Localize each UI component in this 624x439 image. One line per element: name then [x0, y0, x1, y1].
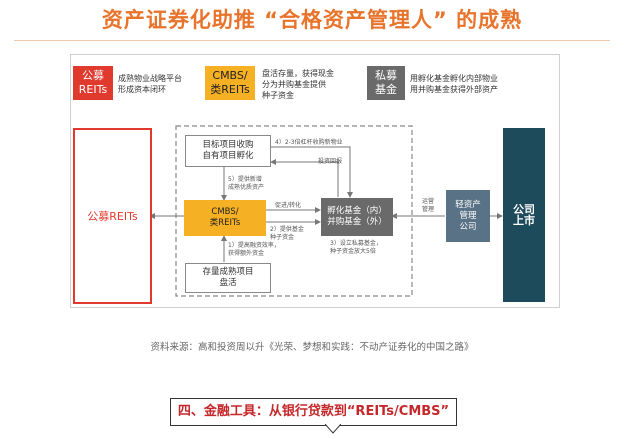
label-seed-funding: 2）提供基金种子资金: [270, 226, 304, 242]
label-line: 2）提供基金: [270, 226, 304, 233]
label-leverage: 4）2-3倍杠杆收购新物业: [275, 139, 343, 146]
public-reits-label: 公募REITs: [87, 209, 138, 223]
label-operate-manage: 运营管理: [422, 198, 434, 214]
node-line: CMBS/: [211, 207, 239, 217]
private-fund-node: 孵化基金（内）并购基金（外）: [321, 198, 393, 236]
legend-desc-line: 分为并购基金提供: [262, 80, 326, 89]
legend-line: 公募: [82, 69, 104, 82]
legend-line: CMBS/: [212, 69, 248, 82]
legend-line: 私募: [375, 69, 397, 82]
source-caption: 资料来源：高和投资周以升《光荣、梦想和实践：不动产证券化的中国之路》: [150, 342, 474, 353]
label-line: 3）设立私募基金，: [330, 240, 382, 247]
legend-cmbs-badge: CMBS/类REITs: [205, 66, 255, 100]
legend-public-reits-desc: 成熟物业战略平台 形成资本闭环: [118, 73, 204, 95]
legend-desc-line: 种子资金: [262, 91, 294, 100]
node-line: 类REITs: [209, 218, 241, 228]
cmbs-node: CMBS/类REITs: [184, 200, 266, 236]
legend-line: REITs: [78, 83, 108, 96]
legend-desc-line: 形成资本闭环: [118, 85, 166, 94]
node-line: 公司: [459, 221, 477, 232]
legend-private-fund-badge: 私募基金: [367, 66, 405, 100]
existing-project-node: 存量成熟项目盘活: [185, 263, 271, 293]
title-divider: [14, 40, 610, 41]
node-line: 盘活: [219, 278, 237, 288]
label-financing-efficiency: 1）提高融资效率，获得额外资金: [228, 242, 280, 258]
label-new-assets: 5）提供新增成熟优质资产: [228, 176, 264, 192]
node-line: 目标项目收购: [202, 140, 254, 150]
label-line: 5）提供新增: [228, 176, 262, 183]
company-listing-node: 公司上市: [503, 128, 545, 302]
label-investment-return: 投资回报: [318, 158, 343, 165]
legend-private-fund-desc: 用孵化基金孵化内部物业 用并购基金获得外部资产: [410, 73, 540, 95]
node-line: 孵化基金（内）: [327, 206, 387, 216]
page-title: 资产证券化助推 “合格资产管理人” 的成熟: [101, 8, 523, 32]
node-line: 公司: [513, 203, 535, 216]
label-line: 管理: [422, 206, 435, 213]
arrow-investment-return: [270, 159, 339, 197]
legend-line: 类REITs: [210, 83, 250, 96]
public-reits-node: 公募REITs: [73, 128, 152, 304]
node-line: 存量成熟项目: [202, 267, 254, 277]
node-line: 管理: [459, 210, 477, 221]
node-line: 上市: [513, 214, 535, 227]
legend-desc-line: 用并购基金获得外部资产: [410, 85, 498, 94]
legend-desc-line: 盘活存量，获得现金: [262, 69, 334, 78]
label-promote: 促进/转化: [275, 202, 302, 209]
legend-desc-line: 成熟物业战略平台: [118, 74, 182, 83]
label-line: 1）提高融资效率，: [228, 242, 280, 249]
arrow-leverage-acquisition: [271, 146, 353, 198]
process-dashed-container: [175, 125, 413, 297]
label-line: 获得额外资金: [228, 250, 265, 257]
label-line: 运营: [422, 198, 435, 205]
node-line: 自有项目孵化: [202, 151, 254, 161]
node-line: 并购基金（外）: [327, 217, 387, 227]
legend-cmbs-desc: 盘活存量，获得现金 分为并购基金提供 种子资金: [262, 68, 354, 101]
legend-line: 基金: [375, 83, 397, 96]
node-line: 轻资产: [455, 199, 481, 210]
label-private-fund-setup: 3）设立私募基金，种子资金放大5倍: [330, 240, 382, 256]
label-line: 种子资金放大5倍: [330, 248, 376, 255]
legend-desc-line: 用孵化基金孵化内部物业: [410, 74, 498, 83]
banner-pointer-icon: [325, 424, 341, 434]
target-project-node: 目标项目收购自有项目孵化: [185, 135, 271, 167]
label-line: 种子资金: [270, 234, 295, 241]
light-asset-company-node: 轻资产管理公司: [446, 190, 490, 242]
section-banner: 四、金融工具：从银行贷款到“REITs/CMBS”: [170, 398, 457, 426]
label-line: 成熟优质资产: [228, 184, 265, 191]
